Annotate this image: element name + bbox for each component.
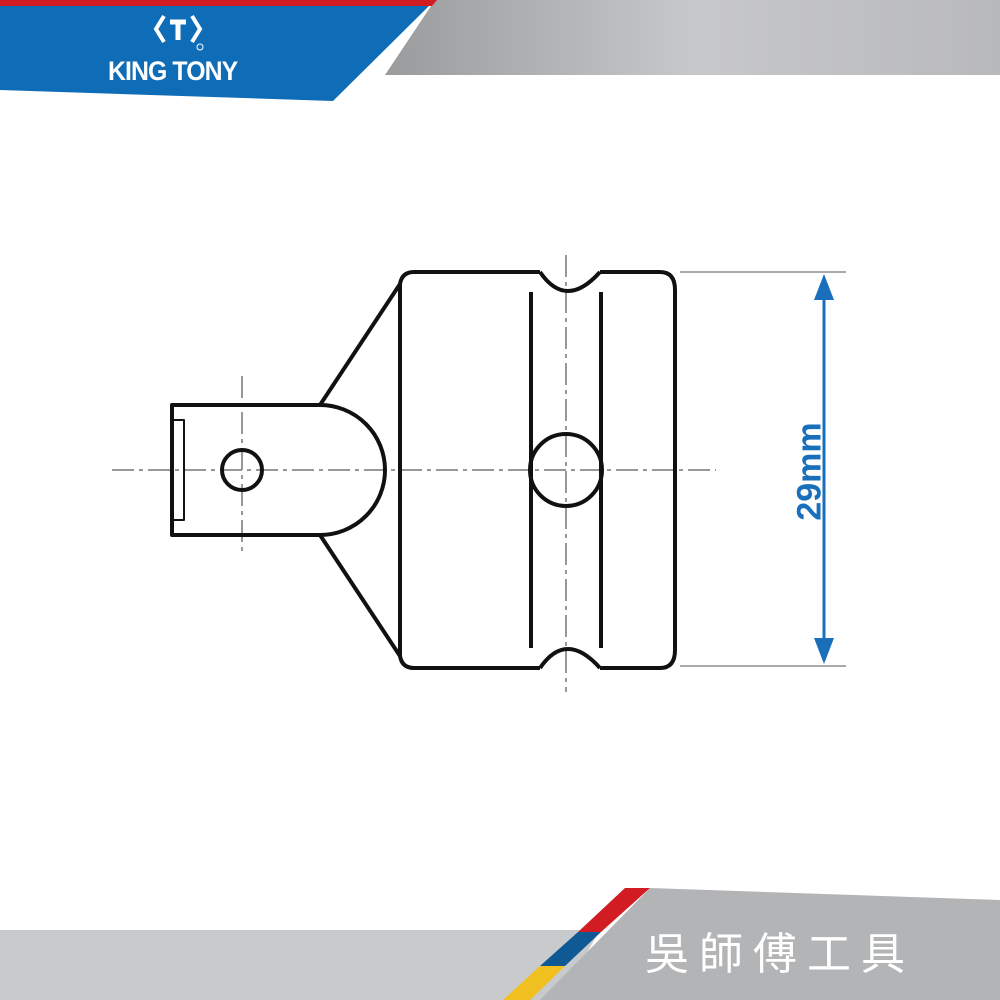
header-red-stripe [0,0,437,6]
footer-blue-stripe [540,932,601,966]
adapter-outline [170,270,677,670]
header-blue-band [0,0,435,101]
brand-logo: KING TONY [108,56,238,86]
shop-name: 吳師傅工具 [645,929,915,980]
king-tony-emblem-icon [153,14,204,51]
footer-yellow-stripe [503,966,565,1000]
footer-red-stripe [578,888,650,932]
header-gray-band [385,0,1000,75]
dimension-label: 29mm [790,422,829,521]
footer-gray-band-right [540,888,1000,1000]
footer-gray-band-left [0,930,600,1000]
dimension-29mm [680,271,846,667]
centerlines [112,255,716,692]
